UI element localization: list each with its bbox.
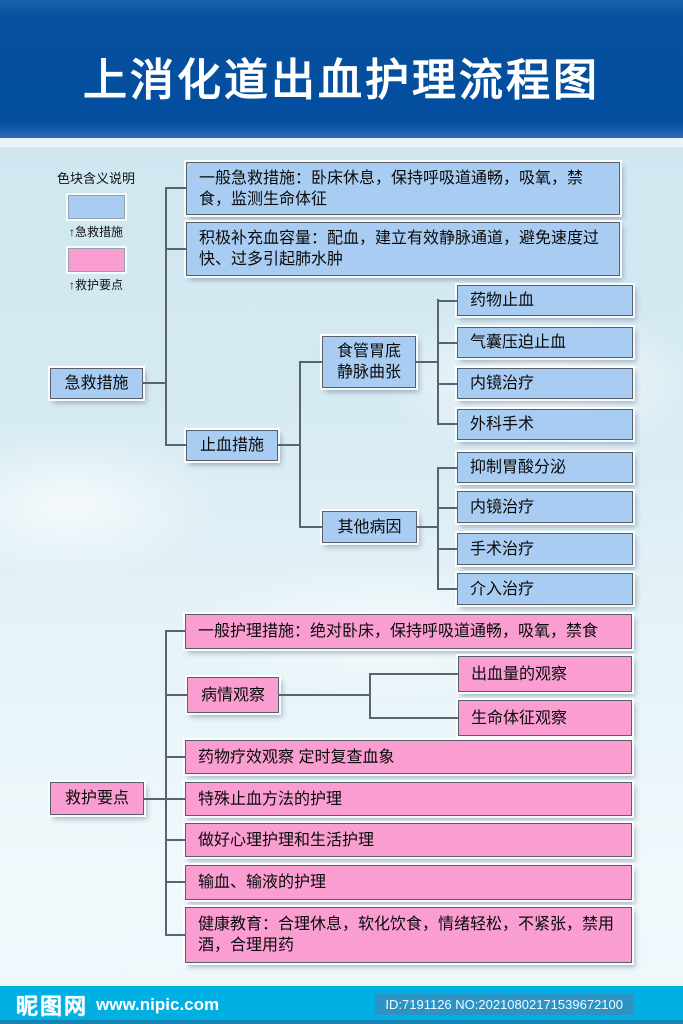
connector-line <box>279 694 369 696</box>
special-hemostasis-care-box: 特殊止血方法的护理 <box>185 782 632 816</box>
header-divider <box>0 138 683 147</box>
connector-line <box>165 630 185 632</box>
site-logo: 昵图网 <box>16 994 89 1019</box>
health-education-text: 健康教育：合理休息，软化饮食，情绪轻松，不紧张，禁用酒，合理用药 <box>198 916 615 954</box>
connector-line <box>165 444 186 446</box>
header-banner: 上消化道出血护理流程图 <box>0 0 683 138</box>
connector-line <box>165 187 167 446</box>
psychological-care-box: 做好心理护理和生活护理 <box>185 823 632 857</box>
surgery-box: 外科手术 <box>457 409 633 440</box>
connector-line <box>369 673 458 675</box>
connector-line <box>278 444 299 446</box>
connector-line <box>437 507 457 509</box>
vital-signs-observation-label: 生命体征观察 <box>471 709 568 727</box>
connector-line <box>369 673 371 719</box>
connector-line <box>437 383 457 385</box>
other-causes-label: 其他病因 <box>337 518 402 536</box>
care-root-box: 救护要点 <box>50 782 144 815</box>
legend-care-swatch <box>68 248 125 272</box>
endoscopy-treatment2-label: 内镜治疗 <box>470 498 535 516</box>
connector-line <box>165 187 186 189</box>
interventional-treatment-label: 介入治疗 <box>470 580 535 598</box>
connector-line <box>165 934 185 936</box>
endoscopy-treatment2-box: 内镜治疗 <box>457 491 633 523</box>
legend: 色块含义说明 ↑急救措施 ↑救护要点 <box>50 168 180 293</box>
site-url: www.nipic.com <box>96 995 220 1014</box>
other-causes-box: 其他病因 <box>322 511 417 543</box>
endoscopy-treatment-box: 内镜治疗 <box>457 368 633 399</box>
connector-line <box>165 881 185 883</box>
blood-volume-box: 积极补充血容量：配血，建立有效静脉通道，避免速度过快、过多引起肺水肿 <box>186 222 620 276</box>
general-aid-box: 一般急救措施：卧床休息，保持呼吸道通畅，吸氧，禁食，监测生命体征 <box>186 162 620 215</box>
drug-hemostasis-label: 药物止血 <box>470 292 535 309</box>
endoscopy-treatment-label: 内镜治疗 <box>470 375 535 392</box>
legend-emergency-label: ↑急救措施 <box>69 225 124 239</box>
connector-line <box>417 526 437 528</box>
connector-line <box>299 526 322 528</box>
connector-line <box>437 299 439 425</box>
page-title: 上消化道出血护理流程图 <box>83 56 600 105</box>
legend-title: 色块含义说明 <box>57 171 136 186</box>
connector-line <box>369 717 458 719</box>
hemostasis-box: 止血措施 <box>186 430 278 461</box>
health-education-box: 健康教育：合理休息，软化饮食，情绪轻松，不紧张，禁用酒，合理用药 <box>185 907 632 963</box>
varices-box: 食管胃底 静脉曲张 <box>322 336 416 388</box>
connector-line <box>437 588 457 590</box>
vital-signs-observation-box: 生命体征观察 <box>458 700 632 736</box>
special-hemostasis-care-text: 特殊止血方法的护理 <box>198 790 343 808</box>
balloon-compression-box: 气囊压迫止血 <box>457 327 633 358</box>
connector-line <box>165 694 187 696</box>
drug-effect-observation-box: 药物疗效观察 定时复查血象 <box>185 740 632 774</box>
balloon-compression-label: 气囊压迫止血 <box>470 334 567 351</box>
connector-line <box>437 423 457 425</box>
bleeding-volume-observation-box: 出血量的观察 <box>458 656 632 692</box>
legend-emergency-swatch <box>68 195 125 219</box>
connector-line <box>437 342 457 344</box>
varices-label: 食管胃底 静脉曲张 <box>336 343 401 381</box>
surgery-label: 外科手术 <box>470 416 535 433</box>
drug-hemostasis-box: 药物止血 <box>457 285 633 316</box>
general-aid-text: 一般急救措施：卧床休息，保持呼吸道通畅，吸氧，禁食，监测生命体征 <box>199 169 584 208</box>
hemostasis-label: 止血措施 <box>199 437 264 454</box>
connector-line <box>437 467 457 469</box>
observation-label: 病情观察 <box>200 686 265 704</box>
connector-line <box>144 798 185 800</box>
acid-suppression-label: 抑制胃酸分泌 <box>470 459 567 476</box>
surgical-treatment-label: 手术治疗 <box>470 540 535 558</box>
care-root-label: 救护要点 <box>64 790 129 807</box>
connector-line <box>437 300 457 302</box>
observation-box: 病情观察 <box>187 677 279 713</box>
acid-suppression-box: 抑制胃酸分泌 <box>457 452 633 483</box>
connector-line <box>165 248 186 250</box>
connector-line <box>165 630 167 936</box>
connector-line <box>437 467 439 590</box>
transfusion-care-box: 输血、输液的护理 <box>185 865 632 900</box>
emergency-root-box: 急救措施 <box>50 368 143 399</box>
blood-volume-text: 积极补充血容量：配血，建立有效静脉通道，避免速度过快、过多引起肺水肿 <box>199 230 600 268</box>
legend-care-label: ↑救护要点 <box>69 278 124 292</box>
connector-line <box>416 361 437 363</box>
connector-line <box>165 756 185 758</box>
general-care-text: 一般护理措施：绝对卧床，保持呼吸道通畅，吸氧，禁食 <box>198 623 599 640</box>
connector-line <box>437 548 457 550</box>
interventional-treatment-box: 介入治疗 <box>457 573 633 605</box>
psychological-care-text: 做好心理护理和生活护理 <box>198 831 375 849</box>
transfusion-care-text: 输血、输液的护理 <box>198 874 327 891</box>
image-id-badge: ID:7191126 NO:20210802171539672100 <box>375 994 633 1015</box>
emergency-root-label: 急救措施 <box>64 375 129 392</box>
connector-line <box>165 839 185 841</box>
connector-line <box>143 382 165 384</box>
connector-line <box>299 361 301 528</box>
footer-bottom-strip <box>0 1020 683 1024</box>
drug-effect-observation-text: 药物疗效观察 定时复查血象 <box>198 748 395 766</box>
connector-line <box>299 361 322 363</box>
surgical-treatment-box: 手术治疗 <box>457 533 633 565</box>
general-care-box: 一般护理措施：绝对卧床，保持呼吸道通畅，吸氧，禁食 <box>185 614 632 649</box>
bleeding-volume-observation-label: 出血量的观察 <box>471 665 568 683</box>
